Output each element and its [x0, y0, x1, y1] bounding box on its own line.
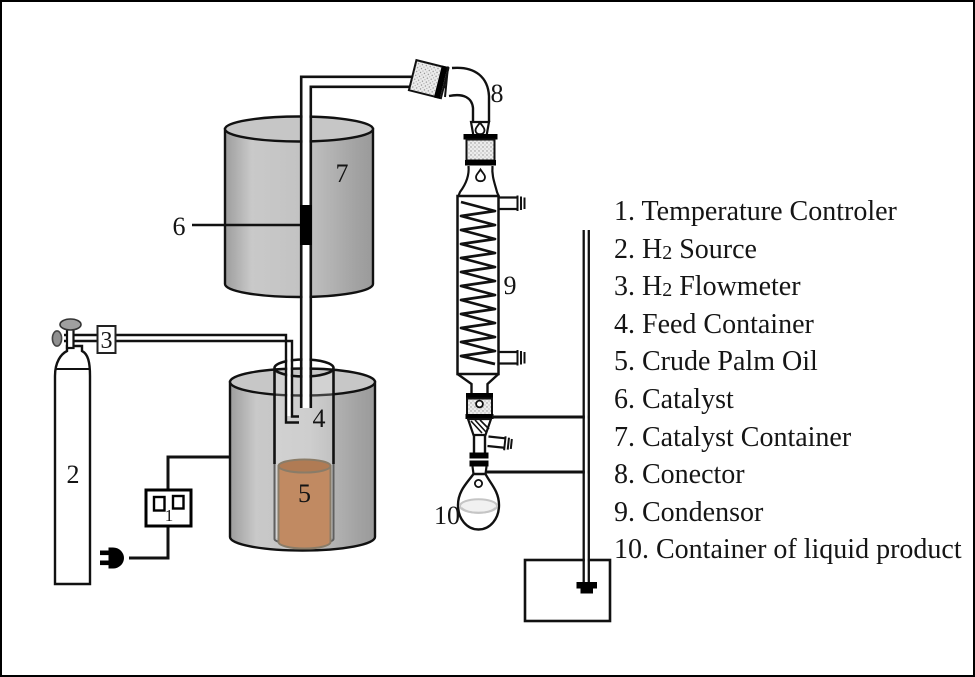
legend: 1. Temperature Controler 2. H2 Source 3.…	[614, 195, 969, 571]
label-catalyst-container: 7	[336, 159, 349, 188]
tube-outer-wall	[299, 75, 446, 408]
label-condenser: 9	[504, 271, 517, 300]
adapter-band-lower	[469, 460, 489, 467]
elbow-glass-fill	[449, 67, 489, 122]
condenser-top-band	[465, 160, 496, 166]
flask-neck	[471, 466, 488, 475]
label-temperature-controller: 1	[165, 506, 174, 525]
label-crude-palm-oil: 5	[298, 479, 311, 508]
adapter-side-barb	[487, 435, 513, 451]
controller-wire-down	[129, 526, 170, 560]
tube-inner-wall	[309, 85, 446, 408]
condenser-top-collar	[463, 134, 498, 140]
condenser-arm-top	[499, 195, 526, 211]
label-feed-container: 4	[313, 404, 326, 433]
legend-item-2: 2. H2 Source	[614, 233, 757, 265]
stand-base-box	[523, 558, 612, 623]
retort-stand	[486, 230, 612, 623]
elbow-outer-curve	[451, 66, 491, 122]
oil-body	[277, 465, 332, 550]
label-h2-source: 2	[67, 460, 80, 489]
condenser	[456, 134, 526, 394]
condenser-neck-left	[456, 165, 470, 198]
h2-line-inner	[64, 339, 299, 418]
controller-display-left	[152, 495, 166, 512]
controller-display-right	[171, 494, 185, 510]
stand-rod	[582, 230, 590, 584]
legend-item-4: 4. Feed Container	[614, 308, 814, 340]
stand-rod-interior	[584, 230, 588, 584]
oil-surface	[277, 458, 332, 474]
catalyst-container-body	[223, 127, 375, 299]
reactor-tube	[299, 75, 446, 408]
valve-wheel	[59, 318, 82, 331]
elbow-inner-curve	[448, 94, 475, 122]
adapter-taper-hatch	[470, 419, 490, 434]
h2-flowmeter	[96, 325, 117, 354]
adapter-band	[465, 414, 494, 419]
spade-hole-neck	[475, 167, 486, 183]
legend-item-7: 7. Catalyst Container	[614, 421, 852, 453]
condenser-arm-bottom	[499, 350, 526, 366]
temperature-controller	[100, 455, 230, 569]
joint-socket-band	[433, 65, 448, 99]
valve-stem	[65, 327, 75, 350]
product-flask	[456, 472, 501, 531]
power-plug-icon	[100, 547, 124, 569]
h2-line-outer	[64, 333, 299, 424]
legend-item-10: 10. Container of liquid product	[614, 534, 962, 566]
condenser-neck-right	[491, 165, 501, 198]
label-liquid-product: 10	[434, 501, 460, 530]
dip-tube-interior	[287, 352, 291, 416]
condenser-top-joint	[465, 138, 496, 162]
legend-item-1: 1. Temperature Controler	[614, 196, 897, 227]
legend-item-5: 5. Crude Palm Oil	[614, 346, 818, 378]
condenser-coil	[459, 200, 497, 366]
vacuum-adapter	[465, 393, 513, 475]
catalyst-container-top	[223, 115, 375, 143]
crude-palm-oil-beaker	[277, 458, 332, 550]
h2-gas-cylinder	[51, 318, 92, 586]
adapter-tube-walls	[472, 435, 487, 453]
catalyst-bed	[300, 205, 312, 245]
label-h2-flowmeter: 3	[101, 328, 113, 354]
adapter-collar	[466, 393, 493, 399]
stand-foot-nub	[580, 588, 593, 594]
flask-hole	[473, 478, 483, 488]
controller-wire-up	[166, 455, 230, 490]
adapter-hole	[475, 399, 484, 409]
stand-foot	[576, 582, 597, 589]
catalyst-container	[223, 115, 375, 299]
condenser-bottom-taper	[456, 373, 500, 394]
flask-liquid-arc	[460, 507, 497, 514]
legend-item-9: 9. Condensor	[614, 496, 764, 528]
flowmeter-box	[96, 325, 117, 354]
label-catalyst: 6	[173, 212, 186, 241]
elbow-collar	[444, 66, 449, 98]
legend-item-8: 8. Conector	[614, 459, 745, 491]
tube-interior-horizontal	[302, 78, 446, 86]
h2-supply-line	[64, 333, 299, 424]
adapter-band-upper	[469, 452, 489, 459]
legend-item-6: 6. Catalyst	[614, 383, 734, 415]
label-connector: 8	[491, 79, 504, 108]
connector-elbow	[407, 58, 491, 138]
legend-item-3: 3. H2 Flowmeter	[614, 271, 801, 303]
valve-side-knob	[51, 330, 63, 347]
